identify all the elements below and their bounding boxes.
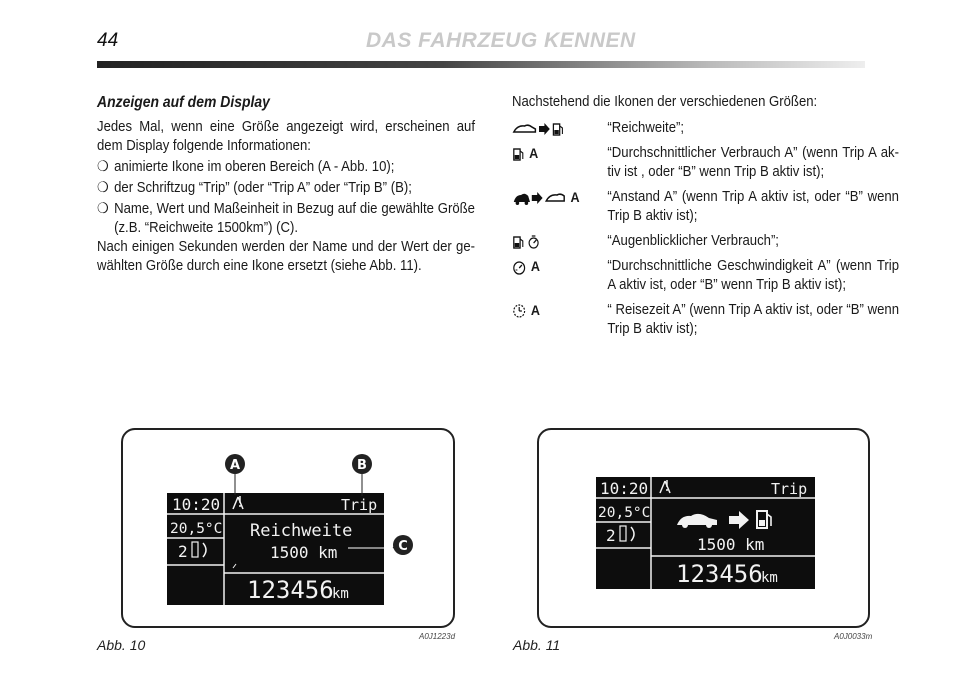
avg-consumption-icon: A — [512, 144, 607, 163]
display-odo-unit: km — [761, 570, 778, 586]
icon-letter: A — [530, 302, 541, 318]
display-illustration-11: 10:20 20,5°C 2 Trip 1500 km 123456 km — [596, 477, 815, 589]
icon-letter: A — [570, 189, 580, 205]
icon-row-distance: A “Anstand A” (wenn Trip A aktiv ist, od… — [512, 188, 899, 226]
bullet-item: ❍ animierte Ikone im oberen Bereich (A -… — [97, 158, 475, 177]
callout-a-label: A — [230, 458, 240, 473]
icon-letter: A — [530, 258, 541, 274]
header-rule — [97, 61, 865, 68]
icons-intro: Nachstehend die Ikonen der verschiedenen… — [512, 94, 818, 110]
bullet-text: der Schriftzug “Trip” (oder “Trip A” ode… — [114, 180, 412, 196]
display-temp: 20,5°C — [598, 505, 650, 521]
car-icon — [677, 513, 717, 525]
section-heading: Anzeigen auf dem Display — [97, 94, 270, 111]
distance-icon: A — [512, 188, 607, 207]
display-value: 1500 km — [270, 543, 337, 562]
intro-paragraph: Jedes Mal, wenn eine Größe angezeigt wir… — [97, 119, 475, 154]
icon-desc: “Augenblicklicher Verbrauch”; — [607, 233, 779, 249]
icon-row-range: “Reichweite”; — [512, 119, 899, 138]
bullet-item: ❍ der Schriftzug “Trip” (oder “Trip A” o… — [97, 179, 475, 198]
display-trip: Trip — [341, 496, 377, 514]
icon-desc: “Reichweite”; — [607, 120, 685, 136]
figure-abb-10: 10:20 20,5°C 2 Trip Reichweite 1500 km 1… — [121, 428, 455, 628]
display-temp: 20,5°C — [170, 521, 222, 537]
outro-paragraph: Nach einigen Sekunden werden der Name un… — [97, 239, 475, 274]
display-trip: Trip — [771, 480, 807, 498]
icon-row-travel-time: A “ Reisezeit A” (wenn Trip A aktiv ist,… — [512, 301, 899, 339]
bullet-item: ❍ Name, Wert und Maßeinheit in Bezug auf… — [97, 200, 475, 238]
display-time: 10:20 — [600, 479, 648, 498]
display-time: 10:20 — [172, 495, 220, 514]
bullet-marker: ❍ — [97, 201, 109, 217]
figure-caption: Abb. 10 — [97, 637, 146, 653]
figure-caption: Abb. 11 — [513, 637, 561, 653]
display-gear: 2 — [178, 542, 188, 561]
figure-abb-11: 10:20 20,5°C 2 Trip 1500 km 123456 km — [537, 428, 870, 628]
figure-code: A0J1223d — [419, 632, 456, 641]
icon-row-avg-consumption: A “Durchschnittlicher Verbrauch A” (wenn… — [512, 144, 899, 182]
bullet-marker: ❍ — [97, 159, 109, 175]
icon-row-avg-speed: A “Durchschnittliche Geschwindigkeit A” … — [512, 257, 899, 295]
fuel-pump-icon — [756, 510, 768, 529]
arrow-icon — [729, 511, 749, 529]
bullet-text: animierte Ikone im oberen Bereich (A - A… — [114, 159, 395, 175]
travel-time-icon: A — [512, 301, 607, 320]
icon-letter: A — [529, 145, 539, 161]
instant-consumption-icon — [512, 232, 607, 251]
callout-c — [393, 535, 413, 555]
display-gear: 2 — [606, 526, 616, 545]
display-odometer: 123456 — [676, 560, 763, 588]
display-value: 1500 km — [697, 535, 764, 554]
icon-desc: “ Reisezeit A” (wenn Trip A aktiv ist, o… — [607, 302, 899, 337]
page-number: 44 — [97, 30, 119, 51]
figure-code: A0J0033m — [834, 632, 873, 641]
display-name: Reichweite — [250, 521, 352, 541]
avg-speed-icon: A — [512, 257, 607, 276]
callout-b-label: B — [357, 458, 367, 473]
left-column: Anzeigen auf dem Display Jedes Mal, wenn… — [97, 93, 475, 276]
display-illustration-10: 10:20 20,5°C 2 Trip Reichweite 1500 km 1… — [167, 454, 413, 605]
bullet-marker: ❍ — [97, 180, 109, 196]
callout-a — [225, 454, 245, 474]
icon-desc: “Durchschnittliche Geschwindigkeit A” (w… — [607, 258, 899, 293]
range-icon — [512, 119, 607, 138]
icon-row-instant-consumption: “Augenblicklicher Verbrauch”; — [512, 232, 899, 251]
callout-c-label: C — [398, 539, 408, 554]
bullet-text: Name, Wert und Maßeinheit in Bezug auf d… — [114, 201, 475, 236]
page-title: DAS FAHRZEUG KENNEN — [366, 29, 636, 52]
callout-b — [352, 454, 372, 474]
display-odometer: 123456 — [247, 576, 334, 604]
icon-desc: “Durchschnittlicher Verbrauch A” (wenn T… — [607, 145, 899, 180]
right-column: Nachstehend die Ikonen der verschiedenen… — [512, 93, 899, 345]
display-odo-unit: km — [332, 586, 349, 602]
icon-desc: “Anstand A” (wenn Trip A aktiv ist, oder… — [607, 189, 899, 224]
